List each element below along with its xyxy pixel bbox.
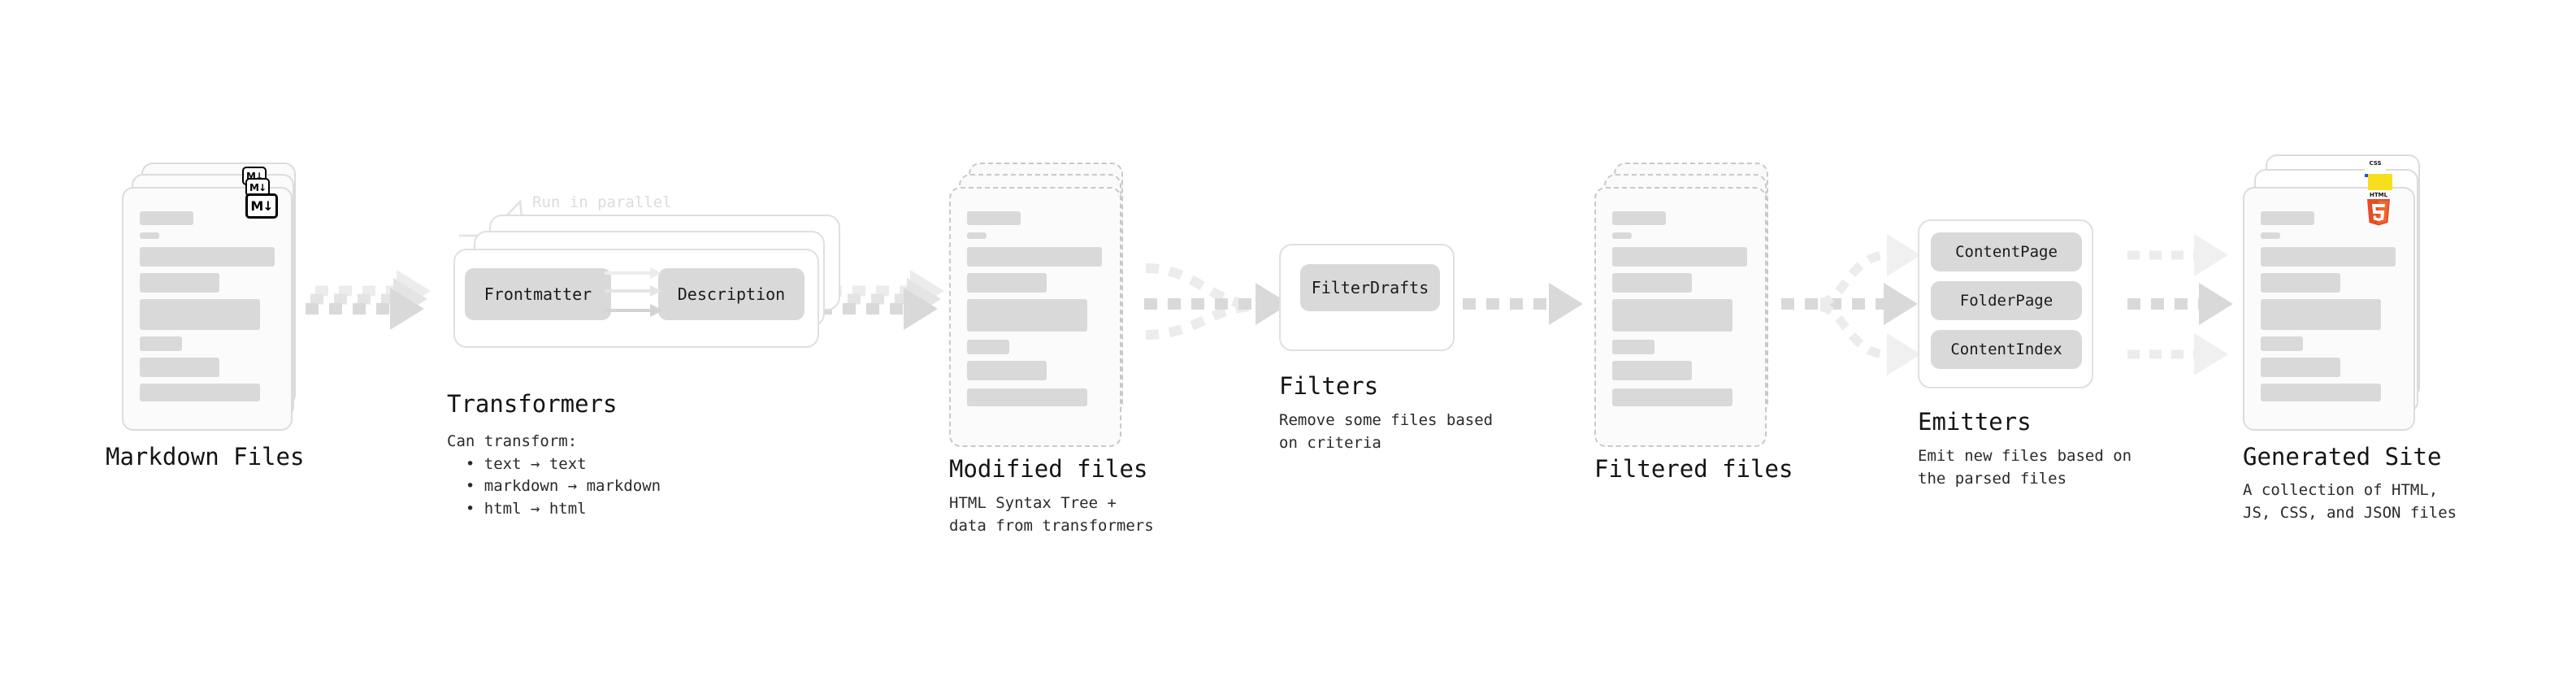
skeleton-bar <box>140 384 260 401</box>
arrow-modified-to-filters <box>1144 263 1290 340</box>
skeleton-bar <box>1612 299 1733 332</box>
skeleton-bar <box>140 358 219 377</box>
skeleton-bar <box>967 273 1047 293</box>
stage-title-emitters: Emitters <box>1918 408 2032 436</box>
skeleton-bar <box>140 247 275 267</box>
skeleton-bar <box>1612 388 1733 406</box>
run-in-parallel-label: Run in parallel <box>532 193 672 211</box>
skeleton-bar <box>140 211 193 225</box>
markdown-badge-icon: M↓ <box>245 193 278 219</box>
skeleton-bar <box>1612 340 1654 354</box>
skeleton-bar <box>1612 247 1747 267</box>
skeleton-bar <box>140 232 159 239</box>
stage-subtitle-transformers: Can transform: • text → text • markdown … <box>447 432 661 518</box>
transformer-node-description[interactable]: Description <box>658 268 804 320</box>
stage-title-markdown: Markdown Files <box>106 443 305 471</box>
stage-filtered-files: Filtered files <box>1594 163 1793 483</box>
stage-subtitle-filters: Remove some files based on criteria <box>1279 411 1494 452</box>
skeleton-bar <box>967 388 1087 406</box>
svg-text:HTML: HTML <box>2370 192 2388 198</box>
filtered-sheet-stack <box>1594 163 1781 447</box>
emitter-node-folderpage[interactable]: FolderPage <box>1931 281 2082 320</box>
skeleton-bar <box>2261 299 2381 330</box>
skeleton-bar <box>967 361 1047 380</box>
filter-node-filterdrafts[interactable]: FilterDrafts <box>1300 264 1440 311</box>
skeleton-bar <box>967 340 1009 354</box>
filtered-sheet-front <box>1594 187 1767 447</box>
stage-subtitle-generated: A collection of HTML, JS, CSS, and JSON … <box>2243 481 2457 522</box>
stage-title-modified: Modified files <box>949 455 1148 483</box>
skeleton-bar <box>1612 273 1692 293</box>
stage-title-filters: Filters <box>1279 372 1379 400</box>
stage-title-generated: Generated Site <box>2243 443 2442 471</box>
generated-sheet-stack: CSS HTML <box>2243 154 2438 439</box>
generated-sheet-front-html <box>2243 187 2415 431</box>
transformer-internal-arrows <box>605 267 663 317</box>
skeleton-bar <box>140 299 260 330</box>
emitter-group: ContentPage FolderPage ContentIndex <box>1918 219 2093 388</box>
js-badge-icon <box>2368 174 2392 190</box>
transformer-node-frontmatter[interactable]: Frontmatter <box>465 268 611 320</box>
skeleton-bar <box>2261 336 2303 351</box>
skeleton-bar <box>967 247 1102 267</box>
skeleton-bar <box>2261 384 2381 401</box>
transformer-group-front: Frontmatter Description <box>453 249 819 348</box>
skeleton-bar <box>2261 211 2314 225</box>
skeleton-bar <box>967 299 1087 332</box>
stage-modified-files: Modified files HTML Syntax Tree + data f… <box>949 163 1154 535</box>
skeleton-bar <box>2261 358 2340 377</box>
emitter-node-contentindex[interactable]: ContentIndex <box>1931 330 2082 369</box>
filter-group: FilterDrafts <box>1279 244 1455 351</box>
skeleton-bar <box>2261 273 2340 293</box>
skeleton-bar <box>140 273 219 293</box>
arrow-markdown-to-transformers <box>306 270 431 330</box>
modified-sheet-front <box>949 187 1121 447</box>
modified-sheet-stack <box>949 163 1136 447</box>
html5-badge-icon: HTML <box>2367 192 2390 226</box>
stage-subtitle-modified: HTML Syntax Tree + data from transformer… <box>949 494 1154 535</box>
arrow-emitters-to-generated <box>2127 234 2233 375</box>
stage-generated-site: CSS HTML Generated Site A collection o <box>2243 154 2457 522</box>
emitter-node-contentpage[interactable]: ContentPage <box>1931 232 2082 271</box>
skeleton-bar <box>2261 232 2280 239</box>
skeleton-bar <box>1612 232 1632 239</box>
skeleton-bar <box>967 211 1021 225</box>
skeleton-bar <box>1612 211 1666 225</box>
stage-subtitle-emitters: Emit new files based on the parsed files <box>1918 447 2132 488</box>
skeleton-bar <box>1612 361 1692 380</box>
skeleton-bar <box>140 336 182 351</box>
stage-title-transformers: Transformers <box>447 390 618 418</box>
markdown-sheet-stack: M↓ M↓ M↓ <box>122 163 301 431</box>
stage-title-filtered: Filtered files <box>1594 455 1793 483</box>
skeleton-bar <box>967 232 987 239</box>
arrow-filtered-to-emitters <box>1781 234 1921 375</box>
markdown-sheet-front <box>122 187 293 431</box>
skeleton-bar <box>2261 247 2396 267</box>
stage-markdown-files: M↓ M↓ M↓ Markdown Files <box>106 163 304 471</box>
arrow-filters-to-filtered <box>1463 283 1583 325</box>
